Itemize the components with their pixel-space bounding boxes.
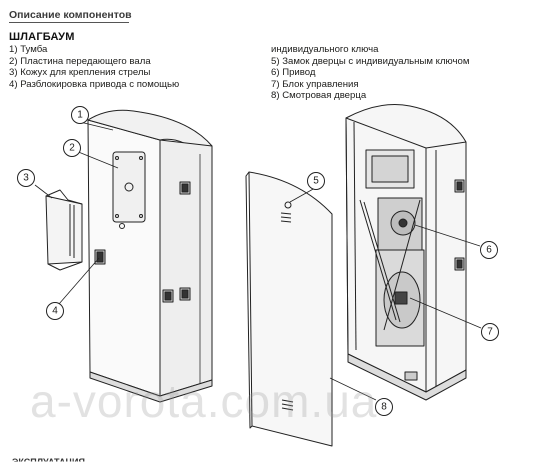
component-item-5: 5) Замок дверцы с индивидуальным ключом	[271, 55, 470, 67]
component-item-4: 4) Разблокировка привода с помощью	[9, 78, 180, 90]
component-item-8: 8) Смотровая дверца	[271, 90, 367, 102]
component-item-6: 6) Привод	[271, 67, 316, 79]
callout-1-circle	[71, 106, 89, 124]
component-item-1: 1) Тумба	[9, 44, 48, 55]
door-illustration	[245, 171, 333, 447]
components-list-right: индивидуального ключа 5) Замок дверцы с …	[271, 44, 469, 102]
components-list-left: 1) Тумба 2) Пластина передающего вала 3)…	[9, 44, 179, 90]
footer-heading-cropped: ЭКСПЛУАТАЦИЯ	[12, 457, 85, 467]
callout-6-circle	[480, 241, 498, 259]
callout-5-label: 5	[313, 176, 319, 187]
title-divider	[9, 22, 129, 23]
cabinet-closed-illustration	[87, 109, 213, 403]
watermark: a-vorota.com.ua	[30, 375, 378, 427]
component-item-2: 2) Пластина передающего вала	[9, 55, 151, 67]
callout-5-circle	[307, 172, 325, 190]
component-item-4-cont: индивидуального ключа	[271, 44, 379, 55]
callout-8-circle	[375, 398, 393, 416]
callout-2-circle	[63, 139, 81, 157]
callout-1-label: 1	[77, 110, 83, 121]
callout-3-circle	[17, 169, 35, 187]
boom-cover-illustration	[45, 189, 83, 271]
callout-2-label: 2	[69, 143, 75, 154]
callout-7-label: 7	[487, 327, 493, 338]
callout-6-label: 6	[486, 245, 492, 256]
callout-3-label: 3	[23, 173, 29, 184]
callout-4-circle	[46, 302, 64, 320]
cabinet-open-illustration	[345, 104, 467, 401]
component-item-7: 7) Блок управления	[271, 78, 359, 90]
callout-4-label: 4	[52, 306, 58, 317]
product-title: ШЛАГБАУМ	[9, 31, 75, 43]
callout-7-circle	[481, 323, 499, 341]
component-item-3: 3) Кожух для крепления стрелы	[9, 67, 151, 79]
section-title: Описание компонентов	[9, 9, 132, 21]
callout-8-label: 8	[381, 402, 387, 413]
